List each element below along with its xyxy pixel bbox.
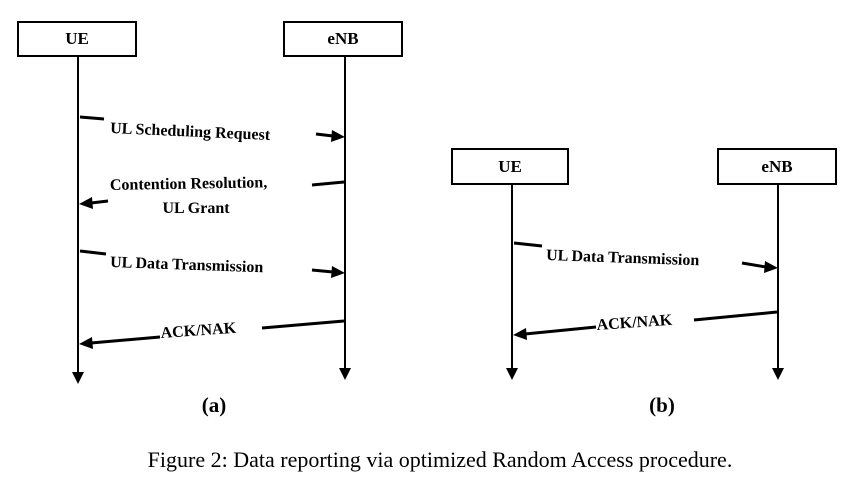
- ue-box-a: [17, 21, 137, 57]
- arrow-segment: [513, 241, 543, 248]
- msg-contention-resolution-a: Contention Resolution, UL Grant: [79, 174, 345, 217]
- arrow-segment: [524, 325, 597, 336]
- msg-label: ACK/NAK: [160, 320, 237, 342]
- arrow-segment: [79, 249, 107, 256]
- arrowhead: [79, 337, 93, 349]
- arrow-segment: [311, 268, 334, 274]
- ue-label-a: UE: [65, 29, 89, 48]
- enb-label-a: eNB: [327, 29, 358, 48]
- msg-ul-data-transmission-b: UL Data Transmission: [513, 241, 778, 273]
- arrowhead: [79, 197, 93, 209]
- arrow-segment: [741, 261, 767, 269]
- sublabel-a: (a): [202, 393, 227, 417]
- arrow-segment: [90, 335, 161, 345]
- diagram-a: UE eNB UL Scheduling Request Contention …: [17, 21, 403, 417]
- msg-label: UL Data Transmission: [546, 247, 700, 269]
- enb-node-b: eNB: [717, 148, 837, 185]
- enb-lifeline-arrowhead-b: [772, 368, 784, 380]
- msg-label-line2: UL Grant: [162, 200, 230, 217]
- msg-ul-scheduling-request-a: UL Scheduling Request: [79, 115, 345, 144]
- enb-lifeline-arrowhead-a: [339, 368, 351, 380]
- arrowhead: [513, 328, 527, 340]
- msg-ul-data-transmission-a: UL Data Transmission: [79, 249, 345, 278]
- arrowhead: [764, 261, 778, 273]
- msg-label: UL Data Transmission: [110, 254, 264, 276]
- enb-box-a: [283, 21, 403, 57]
- msg-label: UL Scheduling Request: [110, 120, 271, 144]
- msg-label-line1: Contention Resolution,: [110, 174, 268, 194]
- ue-lifeline-arrowhead-a: [72, 372, 84, 384]
- msg-label: ACK/NAK: [596, 312, 673, 334]
- arrow-segment: [79, 115, 105, 121]
- arrowhead: [331, 266, 345, 278]
- arrow-segment: [261, 319, 345, 330]
- enb-box-b: [717, 148, 837, 185]
- ue-box-b: [451, 148, 569, 185]
- ue-node-a: UE: [17, 21, 137, 57]
- ue-label-b: UE: [498, 157, 522, 176]
- msg-ack-nak-b: ACK/NAK: [513, 310, 778, 340]
- arrow-segment: [90, 199, 109, 205]
- arrow-segment: [693, 310, 778, 322]
- ue-node-b: UE: [451, 148, 569, 185]
- arrow-segment: [311, 180, 345, 187]
- ue-lifeline-arrowhead-b: [506, 368, 518, 380]
- arrowhead: [331, 130, 345, 142]
- enb-node-a: eNB: [283, 21, 403, 57]
- msg-ack-nak-a: ACK/NAK: [79, 319, 345, 349]
- figure-caption: Figure 2: Data reporting via optimized R…: [148, 447, 733, 472]
- enb-label-b: eNB: [761, 157, 792, 176]
- arrow-segment: [315, 132, 334, 138]
- sublabel-b: (b): [649, 393, 675, 417]
- diagram-b: UE eNB UL Data Transmission ACK/NAK (b): [451, 148, 837, 417]
